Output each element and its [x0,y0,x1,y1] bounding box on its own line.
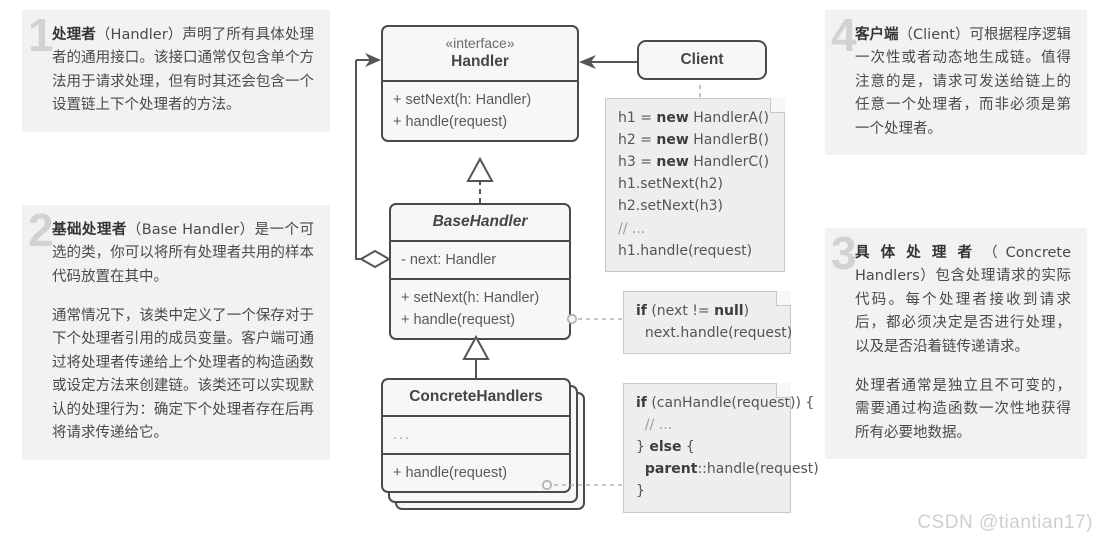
code-note-base-handler: if (next != null) next.handle(request) [623,291,793,355]
code-line: } [636,483,645,500]
code-line: h1.handle(request) [618,242,753,259]
code-line: h3 = new HandlerC() [618,154,770,171]
open-arrowhead-icon [365,53,381,67]
annotation-number-2: 2 [28,204,54,256]
annotation-number-4: 4 [831,9,857,61]
method-row: + setNext(h: Handler) [401,290,540,307]
annotation-panel-4: 4 客户端（Client）可根据程序逻辑一次性或者动态地生成链。值得注意的是，请… [825,9,1087,156]
code-line: h1 = new HandlerA() [618,110,769,126]
attribute-row: - next: Handler [401,252,497,268]
class-title-base-handler: BaseHandler [432,213,528,230]
method-row: + handle(request) [401,312,516,329]
annotation-panel-3: 3 具体处理者（Concrete Handlers）包含处理请求的实际代码。每个… [825,227,1087,460]
code-note-concrete-handlers: if (canHandle(request)) { // ... } else … [623,383,819,513]
class-box-concrete-handlers[interactable]: ConcreteHandlers ... + handle(request) [381,378,571,494]
class-box-client[interactable]: Client [637,40,767,80]
class-name-handler: Handler [451,53,509,70]
code-line: if (canHandle(request)) { [636,395,815,411]
code-line: next.handle(request) [636,325,793,342]
annotation-text-4-p1: 客户端（Client）可根据程序逻辑一次性或者动态地生成链。值得注意的是，请求可… [855,27,1072,137]
code-line: // ... [644,417,673,434]
annotation-panel-2: 2 基础处理者（Base Handler）是一个可选的类，你可以将所有处理者共用… [22,205,330,460]
annotation-number-3: 3 [831,227,857,279]
class-methods-concrete-handlers: + handle(request) [383,453,569,491]
code-line: h1.setNext(h2) [618,176,723,193]
code-line: if (next != null) [636,303,750,319]
class-title-handler: «interface» Handler [383,27,577,80]
annotation-text-3-p2: 处理者通常是独立且不可变的，需要通过构造函数一次性地获得所有必要地数据。 [855,377,1071,441]
code-line: // ... [618,220,646,237]
annotation-text-2-p2: 通常情况下，该类中定义了一个保存对于下个处理者引用的成员变量。客户端可通过将处理… [52,307,314,442]
attribute-row: ... [393,427,412,443]
code-line: } else { [636,439,695,456]
connector-aggregation-base-to-handler [355,59,379,260]
code-note-client: h1 = new HandlerA() h2 = new HandlerB() … [605,98,785,272]
code-line: parent::handle(request) [644,461,819,478]
hollow-triangle-icon [462,334,490,360]
note-fold-corner-icon [776,383,791,398]
method-row: + handle(request) [393,114,508,131]
method-row: + setNext(h: Handler) [393,92,532,108]
annotation-number-1: 1 [28,9,54,61]
note-fold-corner-icon [776,291,791,306]
hollow-triangle-icon [466,156,494,182]
class-title-client: Client [680,51,724,68]
class-box-handler[interactable]: «interface» Handler + setNext(h: Handler… [381,25,579,143]
class-attributes-concrete-handlers: ... [383,415,569,453]
method-row: + handle(request) [393,465,508,482]
watermark: CSDN @tiantian17) [917,512,1093,533]
class-box-base-handler[interactable]: BaseHandler - next: Handler + setNext(h:… [389,203,571,341]
annotation-text-1-p1: 处理者（Handler）声明了所有具体处理者的通用接口。该接口通常仅包含单个方法… [52,27,315,114]
open-arrowhead-icon [579,55,596,69]
code-line: h2 = new HandlerB() [618,132,769,149]
annotation-text-3-p1: 具体处理者（Concrete Handlers）包含处理请求的实际代码。每个处理… [855,245,1072,355]
annotation-text-2-p1: 基础处理者（Base Handler）是一个可选的类，你可以将所有处理者共用的样… [52,222,315,285]
aggregation-diamond-icon [358,249,392,269]
code-line: h2.setNext(h3) [618,198,723,215]
annotation-panel-1: 1 处理者（Handler）声明了所有具体处理者的通用接口。该接口通常仅包含单个… [22,10,330,132]
class-attributes-base-handler: - next: Handler [391,240,569,278]
class-methods-handler: + setNext(h: Handler) + handle(request) [383,80,577,140]
class-stereotype-interface: «interface» [445,35,515,51]
class-methods-base-handler: + setNext(h: Handler) + handle(request) [391,278,569,338]
note-fold-corner-icon [770,98,785,113]
class-title-concrete-handlers: ConcreteHandlers [409,388,543,405]
